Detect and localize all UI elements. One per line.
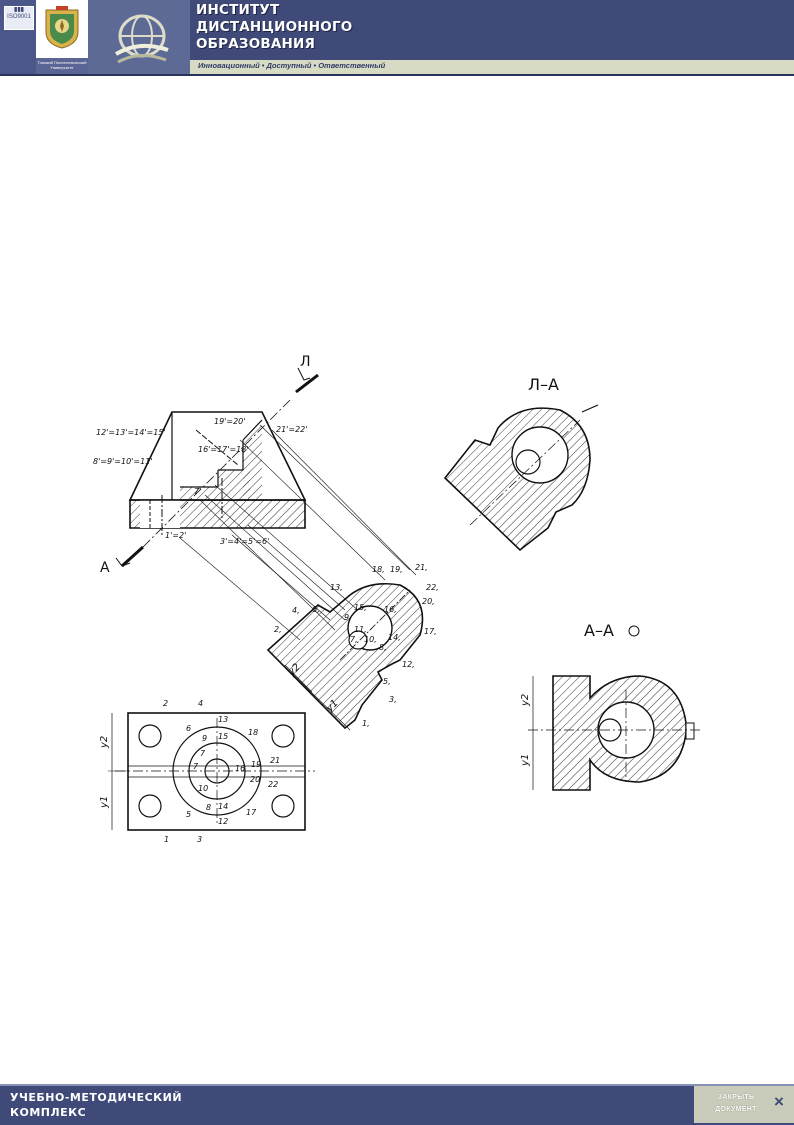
cutting-plane xyxy=(115,367,319,568)
label: 7, xyxy=(350,635,358,644)
rotation-symbol-icon xyxy=(628,625,640,637)
header-globe-panel xyxy=(88,0,190,76)
label: 12 xyxy=(218,817,228,826)
label: 8, xyxy=(379,643,387,652)
label: 13, xyxy=(330,583,343,592)
label: 18, xyxy=(372,565,385,574)
cut-label-bottom: А xyxy=(100,560,110,576)
university-emblem-icon xyxy=(45,6,79,49)
close-document-button[interactable]: ЗАКРЫТЬ ДОКУМЕНТ × xyxy=(694,1086,794,1123)
label: 20 xyxy=(250,775,260,784)
label: 5 xyxy=(186,810,191,819)
label: 19'=20' xyxy=(214,417,245,426)
label: 10, xyxy=(364,635,377,644)
label: 18 xyxy=(248,728,258,737)
label: 3 xyxy=(197,835,202,844)
label: 19 xyxy=(251,760,261,769)
section-upper xyxy=(443,404,599,552)
section-label-top: Л–А xyxy=(528,375,559,394)
label: 15 xyxy=(218,732,228,741)
dimension-y2-plan: y2 xyxy=(99,736,110,749)
label: 1'=2' xyxy=(165,531,186,540)
projection-lines xyxy=(179,424,417,641)
label: 7 xyxy=(200,749,206,758)
section-lower xyxy=(528,675,700,791)
header-divider xyxy=(0,74,794,76)
label: 2, xyxy=(274,625,282,634)
header-banner: ▮▮▮ ISO9001 Томский Политехнический Унив… xyxy=(0,0,794,76)
label: 16 xyxy=(235,764,245,773)
label: 21 xyxy=(270,756,280,765)
slogan: Инновационный • Доступный • Ответственны… xyxy=(198,61,386,70)
label: 9 xyxy=(202,734,207,743)
close-document-label: ЗАКРЫТЬ ДОКУМЕНТ xyxy=(715,1094,757,1113)
iso-panel: ▮▮▮ ISO9001 xyxy=(0,0,36,76)
dimension-y1-plan: y1 xyxy=(99,796,110,809)
label: 8 xyxy=(206,803,211,812)
iso-badge: ▮▮▮ ISO9001 xyxy=(4,6,34,30)
dimension-y1-section: y1 xyxy=(520,754,531,767)
label: 7 xyxy=(193,762,199,771)
university-caption: Томский Политехнический Университет xyxy=(36,58,88,76)
label: 6 xyxy=(186,724,191,733)
label: 14 xyxy=(218,802,228,811)
label: 8'=9'=10'=11' xyxy=(93,457,152,466)
footer-bar: УЧЕБНО-МЕТОДИЧЕСКИЙ КОМПЛЕКС xyxy=(0,1084,794,1125)
cut-label-top: Л xyxy=(300,354,311,370)
label: 4, xyxy=(292,606,300,615)
label: 20, xyxy=(422,597,435,606)
label: 4 xyxy=(198,699,203,708)
dimension-y2-section: y2 xyxy=(520,694,531,707)
section-label-right: А–А xyxy=(584,621,614,640)
plan-view xyxy=(108,712,315,831)
label: 17 xyxy=(246,808,257,817)
label: 5, xyxy=(383,677,391,686)
label: 1 xyxy=(164,835,169,844)
rotated-section xyxy=(266,582,424,731)
label: 13 xyxy=(218,715,228,724)
label: 2 xyxy=(163,699,168,708)
label: 21'=22' xyxy=(276,425,307,434)
label: 7' xyxy=(194,487,201,496)
label: 22 xyxy=(268,780,278,789)
close-icon[interactable]: × xyxy=(774,1092,784,1111)
institute-title: ИНСТИТУТ ДИСТАНЦИОННОГО ОБРАЗОВАНИЯ xyxy=(196,2,353,52)
label: 14, xyxy=(388,633,401,642)
label: 10 xyxy=(198,784,208,793)
label: 12'=13'=14'=15' xyxy=(96,428,166,437)
label: 6, xyxy=(312,605,320,614)
footer-title: УЧЕБНО-МЕТОДИЧЕСКИЙ КОМПЛЕКС xyxy=(10,1091,183,1119)
globe-logo-icon xyxy=(114,14,169,64)
drawing-labels: 12'=13'=14'=15' 8'=9'=10'=11' 19'=20' 21… xyxy=(93,417,531,844)
label: 16, xyxy=(384,605,397,614)
label: 22, xyxy=(426,583,439,592)
label: 11, xyxy=(354,625,367,634)
label: 21, xyxy=(415,563,428,572)
label: 9, xyxy=(344,613,352,622)
label: 16'=17'=18' xyxy=(198,445,249,454)
slogan-bar xyxy=(190,60,794,74)
label: 12, xyxy=(402,660,415,669)
label: 3, xyxy=(389,695,397,704)
label: 17, xyxy=(424,627,437,636)
front-view xyxy=(128,411,307,535)
label: 1, xyxy=(362,719,370,728)
label: 15, xyxy=(354,603,367,612)
label: 19, xyxy=(390,565,403,574)
label: 3'=4'=5'=6' xyxy=(220,537,269,546)
